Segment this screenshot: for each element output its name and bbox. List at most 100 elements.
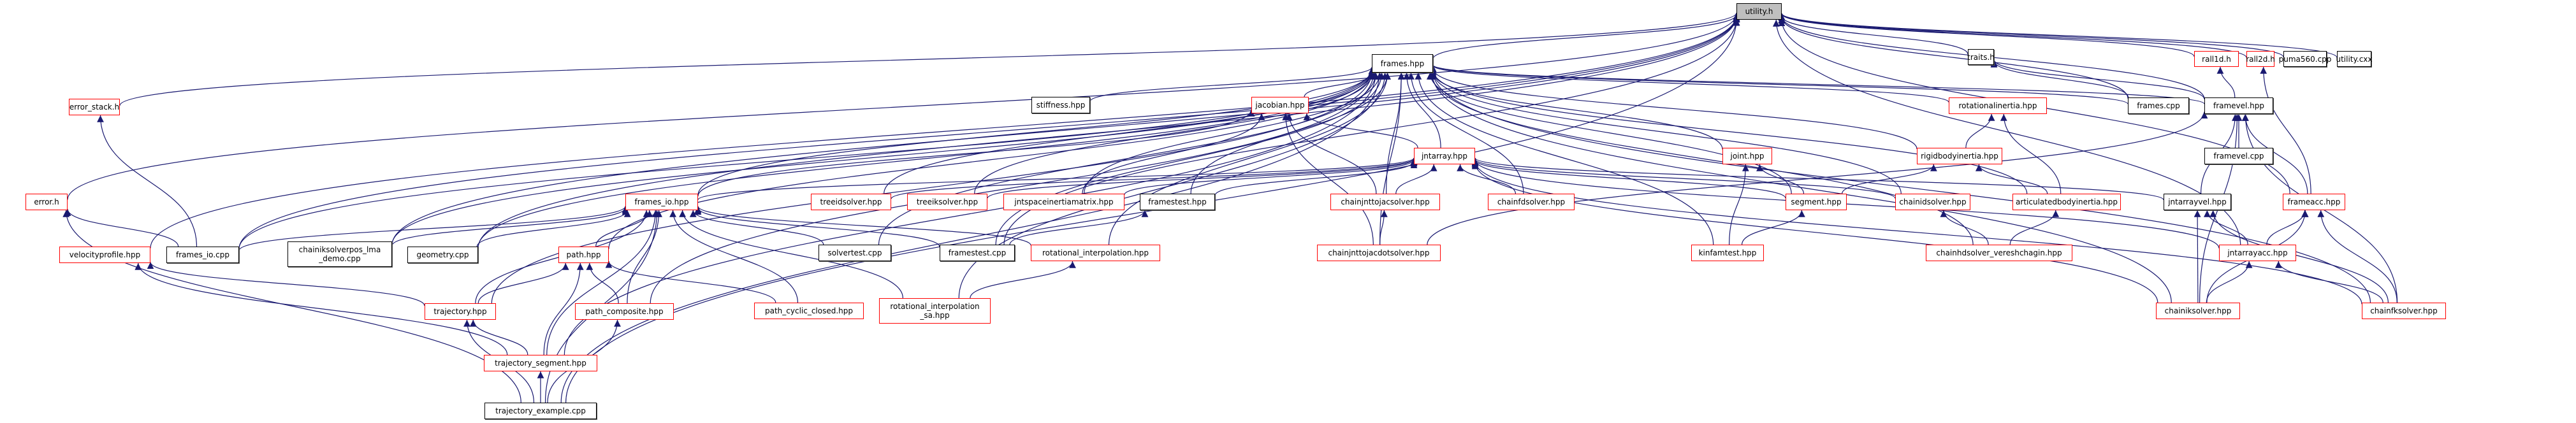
edge-solvertest_cpp-to-frames_io_hpp (689, 210, 824, 245)
edge-treeiksolver_hpp-to-jntarray_hpp (987, 158, 1418, 199)
edge-frames_hpp-to-utility_h (1432, 14, 1740, 59)
node-framevel-cpp[interactable]: framevel.cpp (2204, 148, 2273, 164)
edge-rotational_interpolation_sa_hpp-to-rotational_interpolation_hpp (970, 261, 1076, 299)
node-chainjnttojacsolver-hpp[interactable]: chainjnttojacsolver.hpp (1330, 194, 1440, 210)
node-rall2d-h[interactable]: rall2d.h (2246, 51, 2275, 67)
edge-chainhdsolver_vereshchagin_hpp-to-articulatedbodyinertia_hpp (2009, 210, 2060, 245)
edge-chainidsolver_hpp-to-frames_hpp (1429, 71, 1902, 194)
node-chainiksolverpos-lma-demo-cpp[interactable]: chainiksolverpos_lma _demo.cpp (287, 241, 392, 267)
node-error-stack-h[interactable]: error_stack.h (69, 99, 120, 115)
edge-trajectory_segment_hpp-to-frames_hpp (564, 72, 1379, 355)
edge-rigidbodyinertia_hpp-to-rotationalinertia_hpp (1965, 113, 1995, 148)
edge-trajectory_hpp-to-frames_hpp (491, 71, 1376, 304)
node-rall1d-h[interactable]: rall1d.h (2194, 51, 2239, 67)
edge-kinfamtest_hpp-to-joint_hpp (1729, 164, 1749, 245)
edge-frames_io_hpp-to-jacobian_hpp (697, 110, 1255, 197)
edge-velocityprofile_hpp-to-utility_h (150, 15, 1740, 248)
node-kinfamtest-hpp[interactable]: kinfamtest.hpp (1691, 245, 1764, 261)
node-frames-io-hpp[interactable]: frames_io.hpp (625, 194, 698, 210)
node-error-h[interactable]: error.h (25, 194, 68, 210)
edge-chainiksolver_hpp-to-jntarray_hpp (1471, 162, 2158, 303)
node-frames-cpp[interactable]: frames.cpp (2128, 97, 2189, 114)
edge-geometry_cpp-to-frames_io_hpp (476, 210, 631, 247)
node-geometry-cpp[interactable]: geometry.cpp (407, 247, 478, 263)
node-frames-hpp[interactable]: frames.hpp (1372, 54, 1433, 73)
edge-trajectory_example_cpp-to-frames_hpp (560, 72, 1383, 403)
node-chainidsolver-hpp[interactable]: chainidsolver.hpp (1895, 194, 1970, 210)
edge-chainhdsolver_vereshchagin_hpp-to-chainidsolver_hpp (1940, 210, 1989, 245)
node-solvertest-cpp[interactable]: solvertest.cpp (819, 245, 891, 261)
node-articulatedbodyinertia-hpp[interactable]: articulatedbodyinertia.hpp (2012, 194, 2121, 210)
node-jacobian-hpp[interactable]: jacobian.hpp (1251, 97, 1309, 113)
edge-jntarray_hpp-to-jacobian_hpp (1303, 113, 1418, 148)
edge-chainjnttojacsolver_hpp-to-jntarray_hpp (1395, 164, 1437, 194)
node-segment-hpp[interactable]: segment.hpp (1786, 194, 1847, 210)
node-jntarrayvel-hpp[interactable]: jntarrayvel.hpp (2164, 194, 2231, 210)
node-rotationalinertia-hpp[interactable]: rotationalinertia.hpp (1949, 97, 2047, 114)
edge-chainjnttojacsolver_hpp-to-jacobian_hpp (1285, 113, 1377, 194)
edge-chainiksolverpos_lma_demo_cpp-to-frames_hpp (391, 69, 1376, 245)
node-rotational-interpolation-hpp[interactable]: rotational_interpolation.hpp (1031, 245, 1160, 261)
edge-trajectory_segment_hpp-to-frames_io_hpp (546, 210, 659, 355)
node-framestest-hpp[interactable]: framestest.hpp (1140, 194, 1215, 210)
node-stiffness-hpp[interactable]: stiffness.hpp (1031, 97, 1090, 113)
edge-utility_cxx-to-utility_h (1778, 13, 2338, 58)
node-frameacc-hpp[interactable]: frameacc.hpp (2283, 194, 2345, 210)
edge-kinfamtest_hpp-to-segment_hpp (1741, 210, 1805, 245)
edge-articulatedbodyinertia_hpp-to-frames_hpp (1429, 69, 2028, 194)
node-trajectory-segment-hpp[interactable]: trajectory_segment.hpp (484, 355, 597, 371)
edge-framevel_hpp-to-frames_hpp (1430, 64, 2205, 104)
node-jntspaceinertiamatrix-hpp[interactable]: jntspaceinertiamatrix.hpp (1003, 194, 1124, 210)
node-puma560-cpp[interactable]: puma560.cpp (2279, 51, 2331, 67)
node-frames-io-cpp[interactable]: frames_io.cpp (166, 247, 239, 263)
edge-chainfksolver_hpp-to-frameacc_hpp (2317, 210, 2398, 303)
edge-jntspaceinertiamatrix_hpp-to-jacobian_hpp (1082, 113, 1265, 194)
node-chainfdsolver-hpp[interactable]: chainfdsolver.hpp (1488, 194, 1575, 210)
node-treeidsolver-hpp[interactable]: treeidsolver.hpp (811, 194, 891, 210)
node-chainhdsolver-vereshchagin-hpp[interactable]: chainhdsolver_vereshchagin.hpp (1926, 245, 2072, 261)
edge-rotational_interpolation_hpp-to-frames_io_hpp (694, 206, 1031, 246)
edge-articulatedbodyinertia_hpp-to-rigidbodyinertia_hpp (1975, 164, 2048, 194)
node-treeiksolver-hpp[interactable]: treeiksolver.hpp (907, 194, 987, 210)
node-rigidbodyinertia-hpp[interactable]: rigidbodyinertia.hpp (1917, 148, 2002, 164)
node-traits-h[interactable]: traits.h (1967, 49, 1995, 65)
node-joint-hpp[interactable]: joint.hpp (1722, 148, 1772, 164)
node-chainiksolver-hpp[interactable]: chainiksolver.hpp (2156, 303, 2240, 319)
node-velocityprofile-hpp[interactable]: velocityprofile.hpp (59, 247, 150, 263)
node-path-hpp[interactable]: path.hpp (558, 247, 609, 263)
node-rotational-interpolation-sa-hpp[interactable]: rotational_interpolation _sa.hpp (879, 298, 991, 324)
edge-rigidbodyinertia_hpp-to-frames_hpp (1429, 68, 1917, 149)
node-framevel-hpp[interactable]: framevel.hpp (2204, 97, 2273, 114)
node-chainfksolver-hpp[interactable]: chainfksolver.hpp (2362, 303, 2446, 319)
edge-frames_cpp-to-traits_h (1990, 60, 2129, 98)
edge-chainfdsolver_hpp-to-frames_hpp (1408, 72, 1524, 194)
node-utility-cxx[interactable]: utility.cxx (2336, 51, 2373, 67)
node-jntarrayacc-hpp[interactable]: jntarrayacc.hpp (2219, 245, 2296, 261)
edge-rotationalinertia_hpp-to-frames_hpp (1429, 65, 1949, 103)
edge-jntspaceinertiamatrix_hpp-to-jntarray_hpp (1124, 159, 1418, 195)
node-path-composite-hpp[interactable]: path_composite.hpp (575, 303, 674, 320)
edge-path_composite_hpp-to-frames_io_hpp (627, 210, 662, 304)
edge-frames_cpp-to-frames_hpp (1429, 64, 2128, 104)
edge-jntarrayacc_hpp-to-frameacc_hpp (2266, 210, 2308, 245)
edge-framevel_hpp-to-traits_h (1990, 59, 2205, 99)
edge-frames_io_hpp-to-frames_hpp (697, 69, 1376, 196)
edge-chainhdsolver_vereshchagin_hpp-to-frames_hpp (1428, 72, 1974, 245)
node-trajectory-example-cpp[interactable]: trajectory_example.cpp (484, 403, 597, 419)
node-utility-h[interactable]: utility.h (1736, 3, 1782, 20)
node-chainjnttojacdotsolver-hpp[interactable]: chainjnttojacdotsolver.hpp (1317, 245, 1441, 261)
edge-segment_hpp-to-joint_hpp (1756, 164, 1805, 194)
edge-framevel_hpp-to-rall1d_h (2216, 66, 2236, 98)
edge-treeidsolver_hpp-to-frames_hpp (884, 71, 1376, 194)
node-trajectory-hpp[interactable]: trajectory.hpp (425, 303, 496, 320)
node-jntarray-hpp[interactable]: jntarray.hpp (1414, 148, 1475, 164)
edge-geometry_cpp-to-frames_hpp (477, 69, 1376, 248)
node-framestest-cpp[interactable]: framestest.cpp (940, 245, 1015, 261)
edge-framestest_hpp-to-jntarray_hpp (1214, 161, 1418, 196)
edge-trajectory_example_cpp-to-utility_h (565, 18, 1740, 403)
edge-rall2d_h-to-utility_h (1778, 13, 2247, 58)
node-path-cyclic-closed-hpp[interactable]: path_cyclic_closed.hpp (754, 303, 864, 319)
edge-segment_hpp-to-jntarray_hpp (1471, 159, 1786, 199)
